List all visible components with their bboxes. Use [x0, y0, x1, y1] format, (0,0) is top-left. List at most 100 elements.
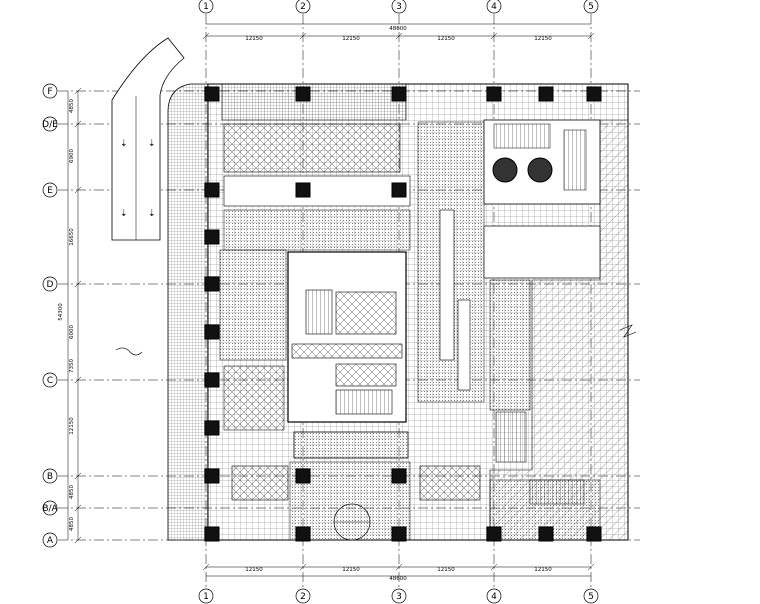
building-outline: ⇣ ⇣ ⇣ ⇣ [111, 37, 637, 541]
column [204, 420, 220, 436]
dimension-lines [67, 23, 595, 577]
seating-zone-west [219, 249, 287, 361]
grid-bubble-bottom [391, 588, 407, 604]
seating-zone-southwest [223, 365, 285, 431]
elevator-bank-lower [335, 363, 397, 387]
grid-bubble-top [391, 0, 407, 14]
lounge-east [419, 465, 481, 501]
left-bay-dim: 4850 [69, 485, 75, 499]
column [295, 468, 311, 484]
kitchen-rack [493, 123, 551, 149]
top-dimensions: 12150 12150 12150 12150 48600 [245, 26, 552, 42]
top-total-dim: 48600 [389, 26, 407, 32]
loading-ramp [529, 479, 585, 505]
curved-ramp [111, 37, 185, 241]
svg-text:⇣: ⇣ [120, 209, 128, 219]
left-total-dim: 54300 [58, 303, 64, 321]
bottom-total-dim: 48600 [389, 576, 407, 582]
grid-bubble-bottom [198, 588, 214, 604]
column [295, 86, 311, 102]
service-corridor [489, 279, 531, 411]
top-bay-dim: 12150 [534, 36, 552, 42]
lounge-west [231, 465, 289, 501]
svg-text:⇣: ⇣ [120, 139, 128, 149]
grid-bubble-top-label: 4 [491, 2, 497, 12]
grid-bubble-top [486, 0, 502, 14]
grid-bubble-bottom-label: 3 [396, 592, 402, 602]
grid-bubble-left-label: B [47, 472, 53, 482]
grid-bubble-bottom [295, 588, 311, 604]
structural-columns [204, 86, 602, 542]
left-bay-dim: 12150 [69, 417, 75, 435]
svg-text:⇣: ⇣ [148, 209, 156, 219]
left-bay-dim: 4850 [69, 99, 75, 113]
grid-bubble-left [42, 182, 58, 198]
top-bay-dim: 12150 [437, 36, 455, 42]
service-lift [495, 411, 527, 463]
grid-bubble-bottom [583, 588, 599, 604]
washroom-block [483, 225, 601, 279]
stair-lower [335, 389, 393, 415]
east-hatched-zone [489, 119, 629, 541]
top-bay-dim: 12150 [342, 36, 360, 42]
column [204, 526, 220, 542]
west-terrace [167, 83, 209, 541]
grid-bubble-top [583, 0, 599, 14]
column [586, 86, 602, 102]
column [586, 526, 602, 542]
column [538, 526, 554, 542]
grid-bubble-bottom-label: 2 [300, 592, 306, 602]
grid-bubble-left [42, 83, 58, 99]
left-bay-dim: 16650 [69, 228, 75, 246]
grid-bubble-top-label: 2 [300, 2, 306, 12]
grid-bubble-top [295, 0, 311, 14]
column [204, 276, 220, 292]
bottom-bay-dim: 12150 [245, 567, 263, 573]
column [538, 86, 554, 102]
bottom-dimensions: 12150 12150 12150 12150 48600 [245, 567, 552, 582]
grid-bubble-bottom-label: 5 [588, 592, 594, 602]
grid-bubble-bottom [486, 588, 502, 604]
grid-bubble-left-label: D [47, 280, 54, 290]
left-bay-dim: 6900 [69, 149, 75, 163]
counter [439, 209, 455, 361]
column [204, 324, 220, 340]
feature-band [223, 175, 411, 207]
left-bay-dim: 7350 [69, 359, 75, 373]
column [391, 526, 407, 542]
bottom-bay-dim: 12150 [437, 567, 455, 573]
kitchen-equipment [492, 157, 518, 183]
grid-bubble-left-label: D/E [42, 120, 58, 130]
grid-bubble-top [198, 0, 214, 14]
grid-bubble-left-label: E [47, 186, 53, 196]
bottom-bay-dim: 12150 [342, 567, 360, 573]
grid-bubble-left-label: C [47, 376, 53, 386]
grid-bubble-top-label: 1 [203, 2, 209, 12]
grid-bubble-bottom-label: 4 [491, 592, 497, 602]
column [391, 468, 407, 484]
grid-bubble-left [42, 500, 58, 516]
grid-bubble-left [42, 468, 58, 484]
column [204, 372, 220, 388]
column [204, 182, 220, 198]
column [204, 86, 220, 102]
bottom-bay-dim: 12150 [534, 567, 552, 573]
north-terrace [221, 83, 407, 121]
column [295, 526, 311, 542]
grid-bubble-left [42, 276, 58, 292]
column [204, 468, 220, 484]
svg-text:⇣: ⇣ [148, 139, 156, 149]
column [391, 86, 407, 102]
left-bay-dim: 6000 [69, 325, 75, 339]
grid-bubble-bottom-label: 1 [203, 592, 209, 602]
column [295, 182, 311, 198]
core-band [291, 343, 403, 359]
elevator-bank-upper [335, 291, 397, 335]
lobby-feature [293, 431, 409, 459]
grid-bubble-left-label: B/A [42, 504, 58, 514]
column [486, 86, 502, 102]
grid-bubble-left [42, 372, 58, 388]
column [204, 229, 220, 245]
